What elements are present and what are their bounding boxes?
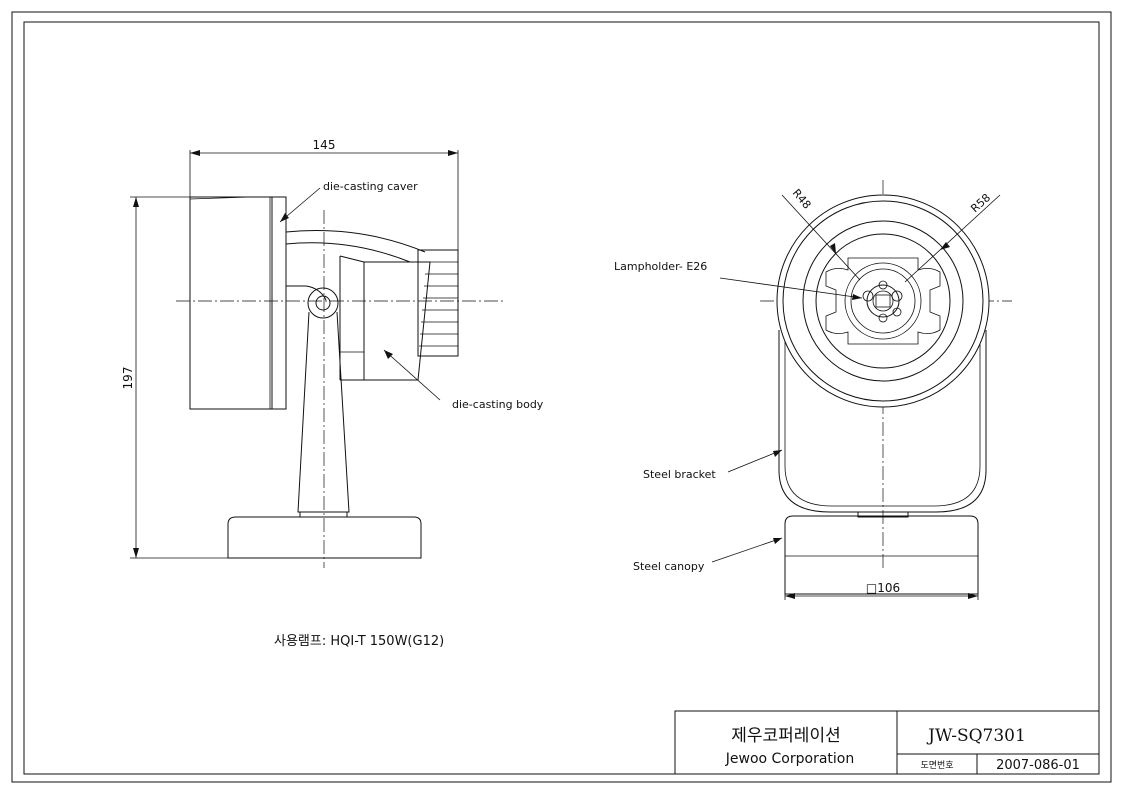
leader-r48 — [781, 194, 861, 281]
label-die-casting-cover: die-casting caver — [323, 180, 418, 193]
die-casting-body — [363, 261, 431, 381]
label-lampholder: Lampholder- E26 — [614, 260, 707, 273]
leader-r58 — [904, 194, 1001, 283]
outer-ring — [776, 194, 990, 408]
outer-ring-2 — [782, 200, 984, 402]
steel-canopy — [784, 515, 979, 595]
leader-lampholder — [719, 277, 863, 300]
dimension-197 — [130, 196, 228, 559]
pivot-joint — [307, 287, 339, 319]
company-name-english: Jewoo Corporation — [725, 751, 854, 767]
label-die-casting-body: die-casting body — [452, 398, 544, 411]
leader-bracket — [727, 449, 783, 473]
cover-rim — [271, 196, 287, 410]
front-view: □106 R48 R58 Lampholder- E26 Steel brack… — [614, 180, 1012, 600]
company-name-korean: 제우코퍼레이션 — [731, 726, 840, 746]
label-steel-bracket: Steel bracket — [643, 468, 716, 481]
dim-106-text: □106 — [866, 581, 900, 595]
outer-border — [11, 11, 1112, 783]
dimension-106 — [784, 593, 979, 600]
dim-145-text: 145 — [313, 138, 336, 152]
label-steel-canopy: Steel canopy — [633, 560, 705, 573]
stand-column — [297, 311, 350, 513]
stand-base — [227, 516, 422, 559]
leader-cover — [279, 187, 321, 223]
pivot-bolt — [315, 295, 331, 311]
dim-197-text: 197 — [121, 367, 135, 390]
model-code: JW-SQ7301 — [926, 726, 1026, 746]
lampholder-e26 — [862, 280, 903, 323]
inner-border — [23, 21, 1100, 775]
housing-neck-lower — [285, 242, 411, 263]
housing-neck-upper — [285, 230, 426, 253]
leader-body — [383, 349, 441, 401]
leader-canopy — [711, 537, 783, 563]
label-r58: R58 — [968, 191, 993, 215]
ring-r48 — [815, 233, 951, 369]
drawing-number: 2007-086-01 — [996, 758, 1080, 773]
side-view: 145 197 die-casting caver die-casting bo… — [121, 138, 544, 568]
dimension-145 — [189, 150, 459, 250]
drawing-number-label: 도면번호 — [920, 760, 953, 771]
reflector-plate — [825, 257, 941, 345]
title-block — [674, 710, 1100, 775]
lamp-note: 사용램프: HQI-T 150W(G12) — [274, 634, 444, 649]
inner-ring — [844, 262, 922, 340]
die-casting-cover — [189, 196, 273, 410]
ring-r58 — [802, 220, 964, 382]
cooling-fins — [417, 249, 459, 357]
